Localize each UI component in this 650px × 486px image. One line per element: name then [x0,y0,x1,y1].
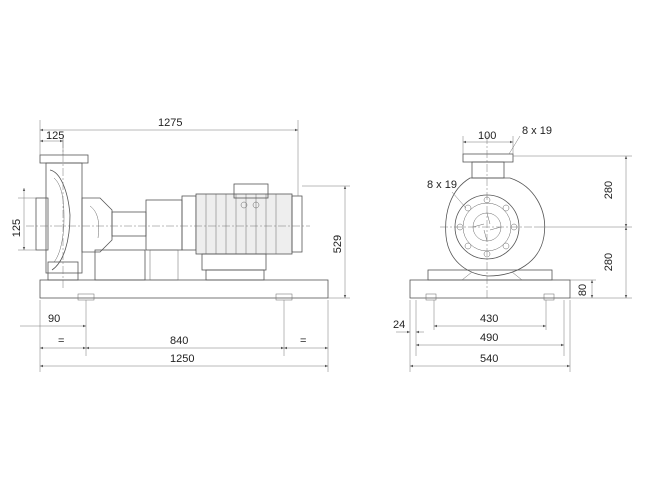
side-foot-left [77,293,95,301]
front-foot-right [543,293,555,301]
coupling-guard [145,199,183,251]
pump-casing [35,154,89,281]
dim-base-height: 80 [577,284,589,296]
inlet-hole-callout: 8 x 19 [427,179,457,191]
dim-upper-height: 280 [603,181,615,199]
dim-inner-spacing: 430 [480,313,498,325]
dim-overall-length: 1275 [158,117,182,129]
dim-outer-spacing: 490 [480,332,498,344]
motor-support [149,249,179,281]
bearing-bracket [81,197,147,281]
outlet-hole-callout: 8 x 19 [522,125,552,137]
terminal-box [233,183,269,199]
side-base-frame [39,279,329,299]
volute-casing [445,177,546,277]
dim-foot-spacing: 840 [170,335,188,347]
dim-outlet-offset: 100 [478,130,496,142]
dim-total-height: 529 [332,235,344,253]
side-view: 1275 125 125 529 90 = 840 = 1250 [11,117,350,372]
dim-equal-left: = [58,335,64,347]
front-view: 100 8 x 19 8 x 19 280 280 80 24 430 [393,125,632,372]
outlet-flange [462,153,514,163]
motor [181,183,303,281]
dim-flange-height: 125 [11,219,23,237]
dim-foot-edge: 24 [393,319,405,331]
dim-equal-right: = [300,335,306,347]
side-foot-right [275,293,293,301]
dim-foot-offset: 90 [48,313,60,325]
front-foot-left [425,293,437,301]
dim-base-length: 1250 [170,353,194,365]
dim-base-width: 540 [480,353,498,365]
dim-flange-offset: 125 [46,130,64,142]
front-base-frame [409,279,571,299]
dim-lower-height: 280 [603,253,615,271]
